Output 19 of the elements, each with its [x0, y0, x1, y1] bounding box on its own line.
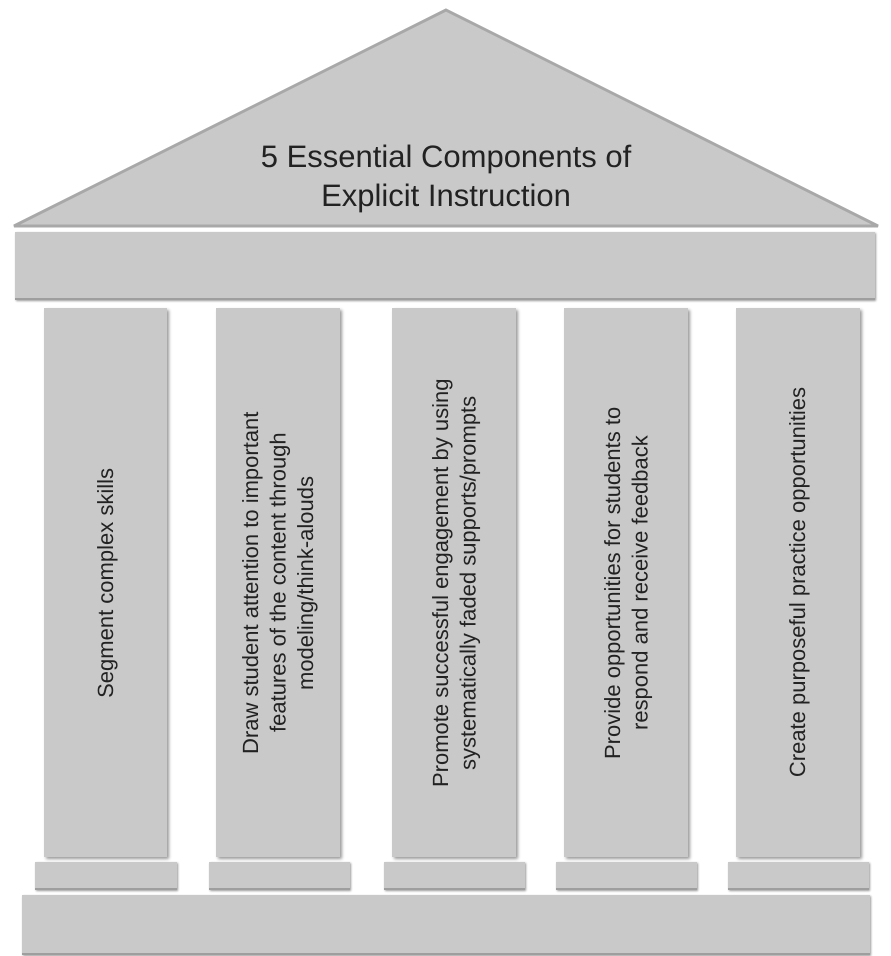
pillar-text: Segment complex skills — [92, 468, 119, 698]
pillar — [44, 308, 167, 857]
base-step — [22, 895, 870, 955]
pillar-plinth — [209, 862, 350, 890]
pillar — [564, 308, 688, 857]
roof-pediment — [12, 8, 880, 230]
pillar-plinth — [728, 862, 869, 890]
pillar-text: Provide opportunities for students to respond and receive feedback — [598, 405, 653, 761]
pillar-plinth — [556, 862, 697, 890]
pillar-text: Promote successful engagement by using systematically faded supports/prompts — [426, 378, 481, 787]
entablature-bar — [15, 232, 875, 300]
pillar-plinth — [35, 862, 177, 890]
pillar-text: Create purposeful practice opportunities — [784, 387, 812, 778]
pillar — [392, 308, 516, 857]
pillar-plinth — [384, 862, 525, 890]
title-text: 5 Essential Components of Explicit Instruction — [260, 138, 632, 215]
pillar-text: Draw student attention to important features of the content through modeling/think-alouds — [236, 410, 319, 756]
pillar — [736, 308, 860, 857]
pillar — [216, 308, 340, 857]
